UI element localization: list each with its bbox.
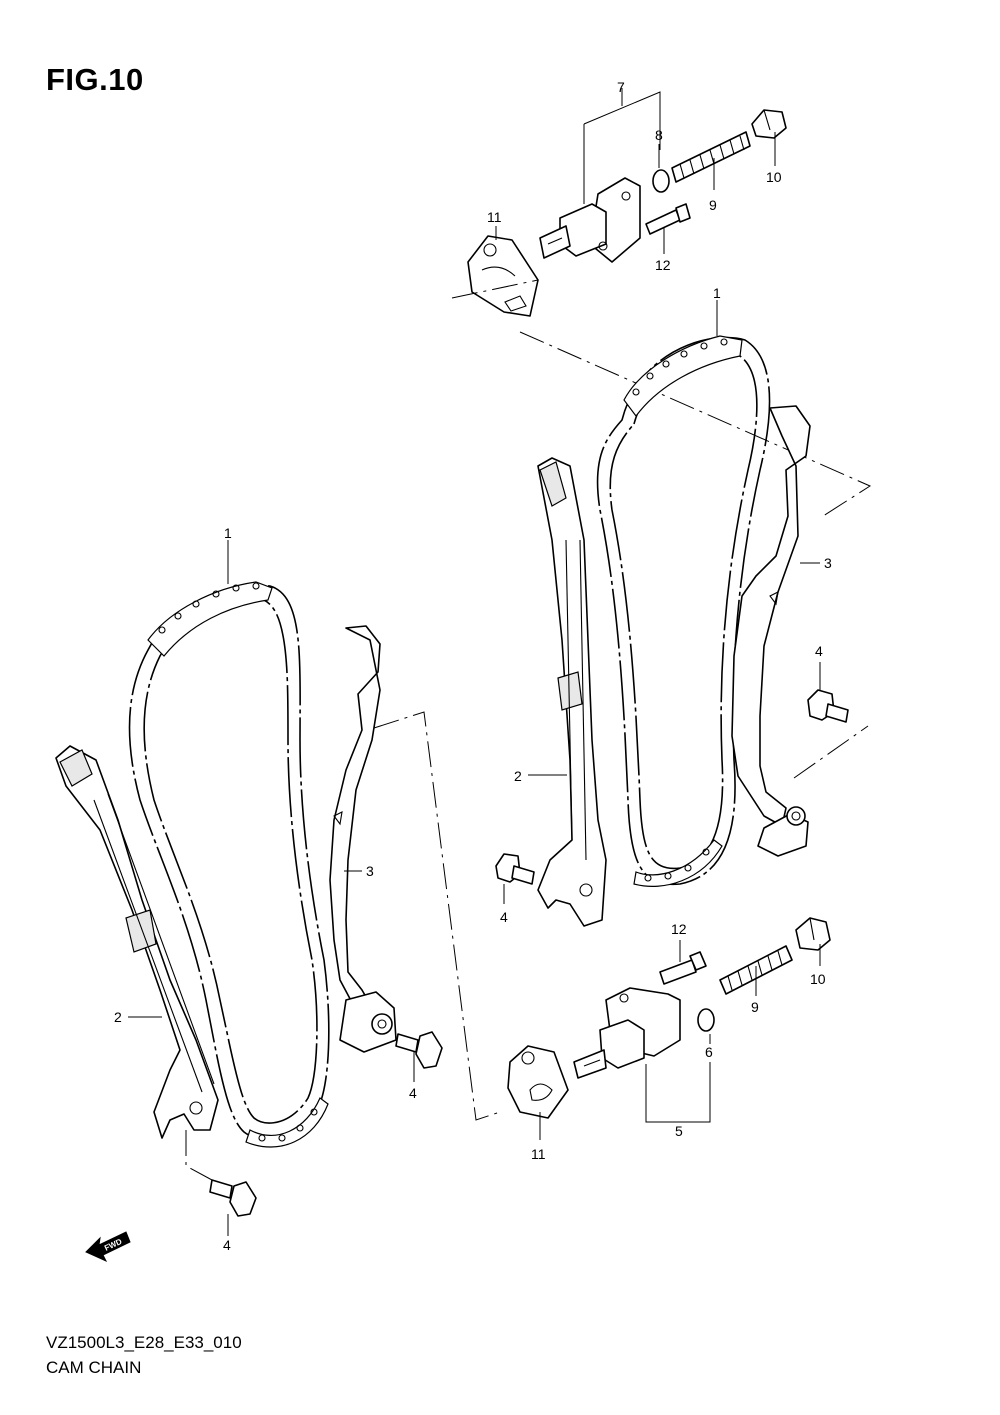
right-cam-chain-set <box>495 300 869 927</box>
chain-guide-right[interactable] <box>731 405 811 857</box>
callout-12-bottom: 12 <box>671 921 687 937</box>
callout-2-right: 2 <box>514 768 522 784</box>
callout-11-top: 11 <box>487 209 502 225</box>
callout-4-low: 4 <box>409 1085 417 1101</box>
gasket-upper[interactable] <box>467 235 539 317</box>
lower-tensioner-assembly <box>507 917 831 1140</box>
callout-1-left: 1 <box>224 525 232 541</box>
bolt-lower-12[interactable] <box>659 951 707 985</box>
cam-chain-left[interactable] <box>128 581 330 1148</box>
gasket-lower[interactable] <box>507 1045 569 1119</box>
callout-9-bottom: 9 <box>751 999 759 1015</box>
washer-ring-lower[interactable] <box>697 1008 715 1032</box>
callout-1-right: 1 <box>713 285 721 301</box>
section-name-label: CAM CHAIN <box>46 1358 142 1377</box>
callout-9-top: 9 <box>709 197 717 213</box>
callout-4-right: 4 <box>815 643 823 659</box>
tensioner-spring-upper[interactable] <box>671 131 751 183</box>
cap-bolt-upper[interactable] <box>751 109 787 139</box>
callout-5: 5 <box>675 1123 683 1139</box>
callout-11-bottom: 11 <box>531 1146 546 1162</box>
guide-bolt-mid[interactable] <box>495 853 535 885</box>
left-cam-chain-set <box>55 540 501 1236</box>
forward-arrow-icon: FWD <box>85 1231 131 1263</box>
tensioner-body-upper[interactable] <box>539 177 641 263</box>
callout-12-top: 12 <box>655 257 671 273</box>
cap-bolt-lower[interactable] <box>795 917 831 951</box>
callout-3-left: 3 <box>366 863 374 879</box>
guide-bolt-right[interactable] <box>807 689 849 723</box>
tensioner-body-lower[interactable] <box>573 987 681 1079</box>
callout-4-bottom: 4 <box>223 1237 231 1253</box>
upper-tensioner-assembly <box>451 88 872 519</box>
model-code-label: VZ1500L3_E28_E33_010 <box>46 1333 242 1352</box>
bolt-upper-12[interactable] <box>645 203 691 235</box>
callout-3-right: 3 <box>824 555 832 571</box>
cam-chain-right[interactable] <box>596 335 771 887</box>
callout-8: 8 <box>655 127 663 143</box>
guide-bolt-low[interactable] <box>395 1031 443 1069</box>
chain-guide-left[interactable] <box>329 625 397 1053</box>
washer-ring-upper[interactable] <box>652 169 670 193</box>
callout-10-bottom: 10 <box>810 971 826 987</box>
callout-4-mid: 4 <box>500 909 508 925</box>
guide-bolt-bottom[interactable] <box>209 1179 257 1217</box>
callout-6: 6 <box>705 1044 713 1060</box>
figure-title: FIG.10 <box>46 62 144 97</box>
callout-2-left: 2 <box>114 1009 122 1025</box>
callout-7: 7 <box>617 79 625 95</box>
chain-tensioner-guide-left[interactable] <box>55 745 219 1139</box>
chain-tensioner-guide-right[interactable] <box>537 457 607 927</box>
callout-10-top: 10 <box>766 169 782 185</box>
